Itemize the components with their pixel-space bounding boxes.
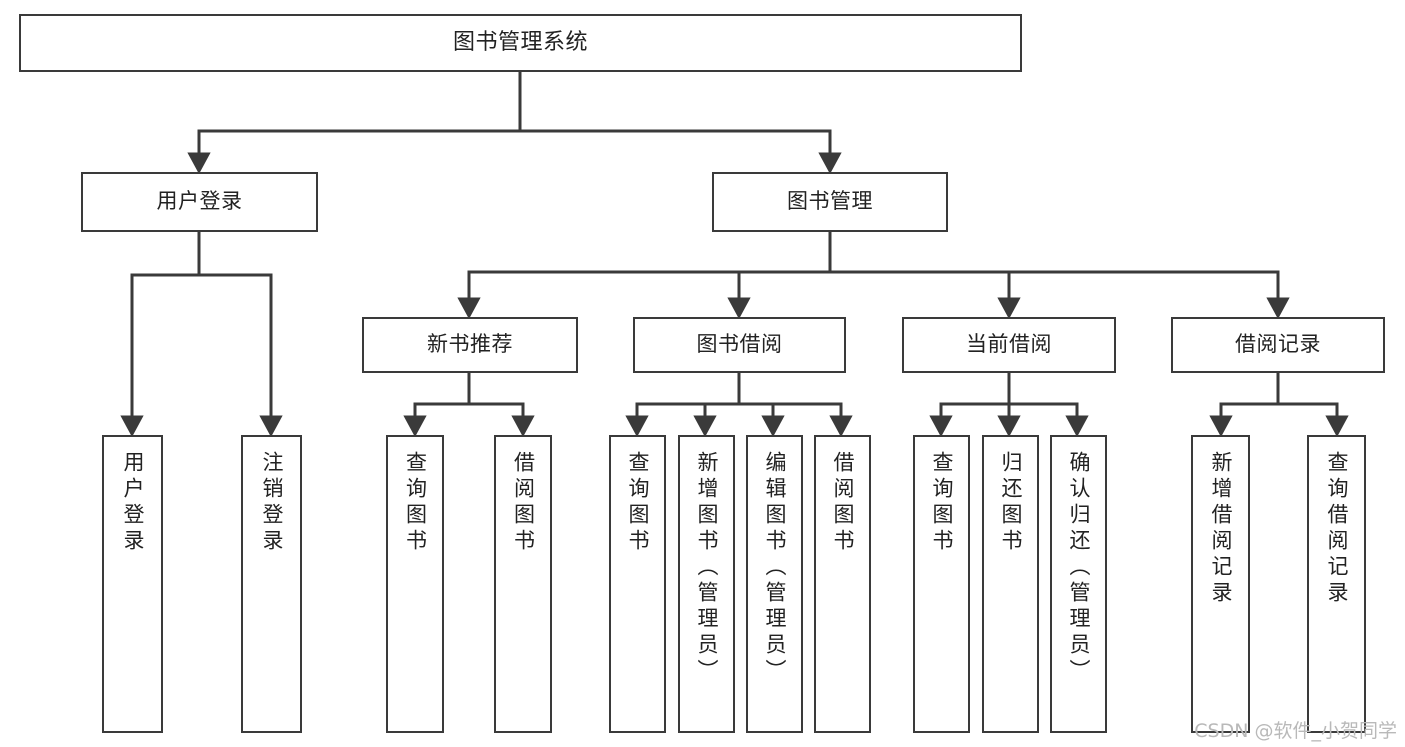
node-leaf-borrow-book-1-label: 借阅图书	[511, 451, 536, 555]
node-book-borrow[interactable]: 图书借阅	[633, 317, 846, 373]
node-root-system-label: 图书管理系统	[452, 29, 588, 55]
csdn-watermark: CSDN @软件_小贺同学	[1194, 720, 1397, 742]
node-leaf-return-book-label: 归还图书	[999, 451, 1023, 555]
node-new-book-recommend-label: 新书推荐	[427, 332, 513, 357]
node-leaf-edit-book-label: 编辑图书（管理员）	[763, 451, 787, 685]
node-book-manage[interactable]: 图书管理	[712, 172, 948, 232]
node-leaf-query-record[interactable]: 查询借阅记录	[1307, 435, 1366, 733]
node-leaf-query-book-1-label: 查询图书	[403, 451, 428, 555]
node-leaf-confirm-return[interactable]: 确认归还（管理员）	[1050, 435, 1107, 733]
node-leaf-add-book[interactable]: 新增图书（管理员）	[678, 435, 735, 733]
node-leaf-user-login-label: 用户登录	[121, 451, 145, 555]
node-leaf-query-book-3-label: 查询图书	[930, 451, 954, 555]
node-leaf-add-record-label: 新增借阅记录	[1209, 451, 1233, 607]
node-borrow-record-label: 借阅记录	[1235, 332, 1321, 357]
node-leaf-add-book-label: 新增图书（管理员）	[695, 451, 719, 685]
node-leaf-logout-login-label: 注销登录	[260, 451, 284, 555]
node-leaf-borrow-book-2-label: 借阅图书	[831, 451, 855, 555]
node-leaf-query-book-2[interactable]: 查询图书	[609, 435, 666, 733]
node-leaf-borrow-book-1[interactable]: 借阅图书	[494, 435, 552, 733]
node-leaf-return-book[interactable]: 归还图书	[982, 435, 1039, 733]
node-leaf-logout-login[interactable]: 注销登录	[241, 435, 302, 733]
node-leaf-user-login[interactable]: 用户登录	[102, 435, 163, 733]
node-leaf-add-record[interactable]: 新增借阅记录	[1191, 435, 1250, 733]
node-leaf-query-book-1[interactable]: 查询图书	[386, 435, 444, 733]
node-book-manage-label: 图书管理	[787, 189, 873, 214]
node-current-borrow-label: 当前借阅	[966, 332, 1052, 357]
node-user-login-label: 用户登录	[156, 189, 243, 214]
node-borrow-record[interactable]: 借阅记录	[1171, 317, 1385, 373]
node-leaf-query-book-3[interactable]: 查询图书	[913, 435, 970, 733]
node-new-book-recommend[interactable]: 新书推荐	[362, 317, 578, 373]
node-current-borrow[interactable]: 当前借阅	[902, 317, 1116, 373]
node-leaf-query-record-label: 查询借阅记录	[1325, 451, 1349, 607]
node-user-login[interactable]: 用户登录	[81, 172, 318, 232]
node-leaf-edit-book[interactable]: 编辑图书（管理员）	[746, 435, 803, 733]
node-root-system[interactable]: 图书管理系统	[19, 14, 1022, 72]
node-leaf-confirm-return-label: 确认归还（管理员）	[1067, 451, 1091, 685]
node-leaf-borrow-book-2[interactable]: 借阅图书	[814, 435, 871, 733]
node-book-borrow-label: 图书借阅	[696, 332, 783, 357]
node-leaf-query-book-2-label: 查询图书	[626, 451, 650, 555]
